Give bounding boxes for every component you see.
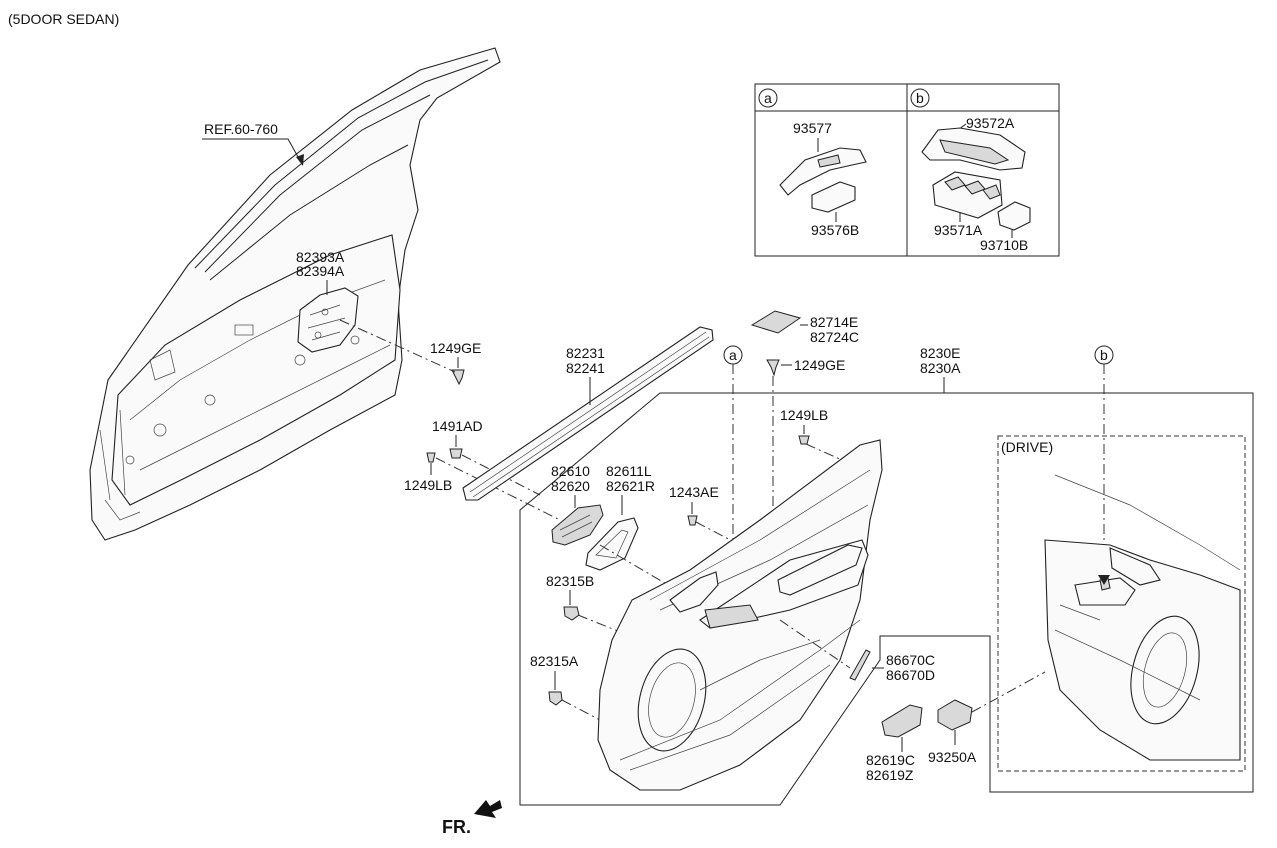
trim-assembly-outline <box>519 392 1254 806</box>
callout-93576b: 93576B <box>811 222 859 238</box>
variant-label: (5DOOR SEDAN) <box>8 11 119 27</box>
drive-inset-box <box>997 435 1246 772</box>
callout-8230e: 8230E <box>920 345 960 361</box>
ref-label: REF.60-760 <box>204 121 278 137</box>
callout-82724c: 82724C <box>810 329 859 345</box>
callout-82315a: 82315A <box>530 653 579 669</box>
callout-82621r: 82621R <box>606 478 655 494</box>
callout-93250a: 93250A <box>928 749 977 765</box>
front-direction-label: FR. <box>442 817 471 837</box>
callout-82315b: 82315B <box>546 573 594 589</box>
clip-1249lb-left <box>426 452 436 463</box>
switch-93710b <box>997 201 1031 231</box>
callout-1249ge-mid: 1249GE <box>794 357 845 373</box>
callout-82611l: 82611L <box>606 463 652 479</box>
callout-1249lb-right: 1249LB <box>780 407 828 423</box>
speaker-grille <box>849 649 871 681</box>
drive-detail-illustration <box>1044 474 1241 761</box>
table-marker-b: b <box>916 90 924 106</box>
weatherstrip-belt <box>462 326 714 501</box>
pad-82714e <box>750 310 802 334</box>
drive-label: (DRIVE) <box>1001 439 1053 455</box>
ref-arrow-icon <box>296 154 304 166</box>
marker-a: a <box>729 347 737 363</box>
ref-leader <box>202 138 303 165</box>
callout-93571a: 93571A <box>934 222 983 238</box>
callout-82619c: 82619C <box>866 752 915 768</box>
handle-housing <box>551 504 604 546</box>
callout-82619z: 82619Z <box>866 767 914 783</box>
callout-1491ad: 1491AD <box>432 418 483 434</box>
callout-93577: 93577 <box>793 120 832 136</box>
marker-b: b <box>1100 347 1108 363</box>
front-arrow-icon <box>474 800 502 818</box>
callout-1249lb-left: 1249LB <box>404 477 452 493</box>
callout-93572a: 93572A <box>966 115 1015 131</box>
callout-86670c: 86670C <box>886 652 935 668</box>
hinge-bracket <box>297 287 359 353</box>
fastener-82315b <box>563 606 580 621</box>
callout-1243ae: 1243AE <box>669 484 719 500</box>
screw-1243ae <box>687 515 698 526</box>
callout-86670d: 86670D <box>886 667 935 683</box>
switch-93250a <box>937 699 973 731</box>
door-frame-illustration <box>89 47 501 541</box>
callout-82714e: 82714E <box>810 314 858 330</box>
switch-bezel-93577 <box>779 147 867 196</box>
switch-93576b <box>811 181 856 213</box>
table-marker-a: a <box>764 90 772 106</box>
callout-82610: 82610 <box>551 463 590 479</box>
callout-82393a: 82393A <box>296 249 345 265</box>
clip-1249ge-top <box>451 369 465 386</box>
callout-82231: 82231 <box>566 345 605 361</box>
pocket-trim <box>881 704 923 738</box>
clip-1491ad <box>449 448 463 459</box>
callout-8230a: 8230A <box>920 360 961 376</box>
door-trim-panel <box>597 439 883 791</box>
callout-93710b: 93710B <box>980 237 1028 253</box>
callout-82394a: 82394A <box>296 263 345 279</box>
callout-1249ge-top: 1249GE <box>430 340 481 356</box>
clip-1249ge-mid <box>766 359 780 377</box>
fastener-82315a <box>548 691 563 706</box>
callout-82241: 82241 <box>566 360 605 376</box>
switch-parts-table <box>754 83 1060 257</box>
clip-1249lb-right <box>798 435 810 445</box>
callout-82620: 82620 <box>551 478 590 494</box>
